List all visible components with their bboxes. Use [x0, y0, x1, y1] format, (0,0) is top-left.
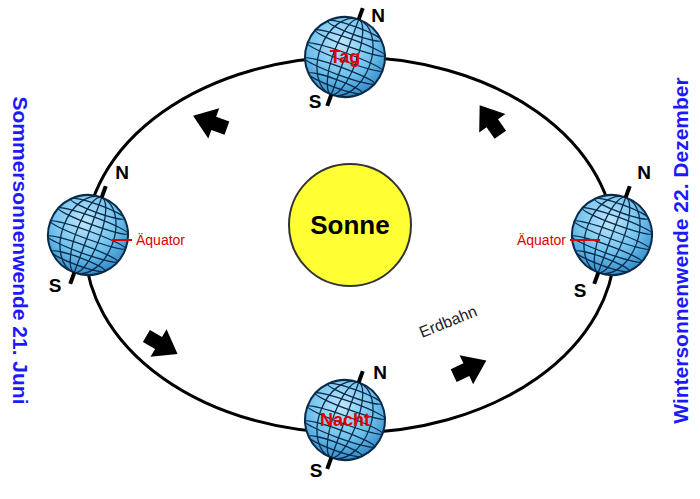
earth-globe-node: Tag — [305, 17, 385, 97]
earth-globe — [33, 172, 144, 297]
equator-label: Äquator — [136, 233, 185, 247]
earth-globe — [290, 0, 401, 120]
globe-grid — [294, 369, 397, 472]
earth-axis — [327, 95, 331, 106]
longitude-line — [307, 374, 383, 467]
pole-label: N — [115, 163, 129, 182]
earth-axis — [359, 8, 363, 19]
direction-arrow — [188, 101, 233, 143]
leader-line — [570, 239, 600, 241]
earth-axis — [594, 273, 598, 284]
node-text: Sonne — [310, 212, 389, 238]
longitude-line — [320, 15, 370, 98]
earth-axis — [102, 186, 106, 197]
pole-label: N — [371, 6, 385, 25]
longitude-line — [574, 189, 650, 282]
earth-axis — [626, 186, 630, 197]
solstice-label: Wintersonnenwende 22. Dezember — [670, 77, 691, 423]
globe-outline — [37, 184, 140, 287]
pole-label: S — [309, 92, 322, 111]
solstice-label: Sommersonnenwende 21. Juni — [10, 96, 31, 404]
earth-axis — [359, 371, 363, 382]
longitude-line — [320, 378, 370, 461]
direction-arrow — [467, 96, 514, 144]
sun-circle: Sonne — [288, 163, 412, 287]
leader-line — [112, 239, 132, 241]
pole-label: N — [373, 363, 387, 382]
direction-arrow — [138, 322, 185, 368]
globe-outline — [294, 369, 397, 472]
node-text: Nacht — [320, 411, 370, 429]
earth-axis — [327, 458, 331, 469]
longitude-line — [50, 189, 126, 282]
earth-globe — [290, 357, 401, 482]
direction-arrow — [447, 346, 493, 390]
earth-orbit — [85, 57, 615, 433]
longitude-line — [587, 193, 637, 276]
orbit-label: Erdbahn — [417, 303, 479, 340]
globe-grid — [37, 184, 140, 287]
earth-axis — [70, 273, 74, 284]
longitude-line — [63, 193, 113, 276]
globe-outline — [561, 184, 664, 287]
pole-label: S — [574, 281, 587, 300]
globe-body — [37, 184, 140, 287]
pole-label: S — [310, 461, 323, 480]
earth-globe — [557, 172, 668, 297]
globe-body — [561, 184, 664, 287]
node-text: Tag — [330, 48, 361, 66]
longitude-line — [74, 197, 101, 272]
earth-globe-node: Nacht — [305, 380, 385, 460]
globe-grid — [561, 184, 664, 287]
longitude-line — [598, 197, 625, 272]
pole-label: S — [49, 276, 62, 295]
globe-body — [294, 369, 397, 472]
equator-label: Äquator — [517, 233, 566, 247]
pole-label: N — [637, 163, 651, 182]
